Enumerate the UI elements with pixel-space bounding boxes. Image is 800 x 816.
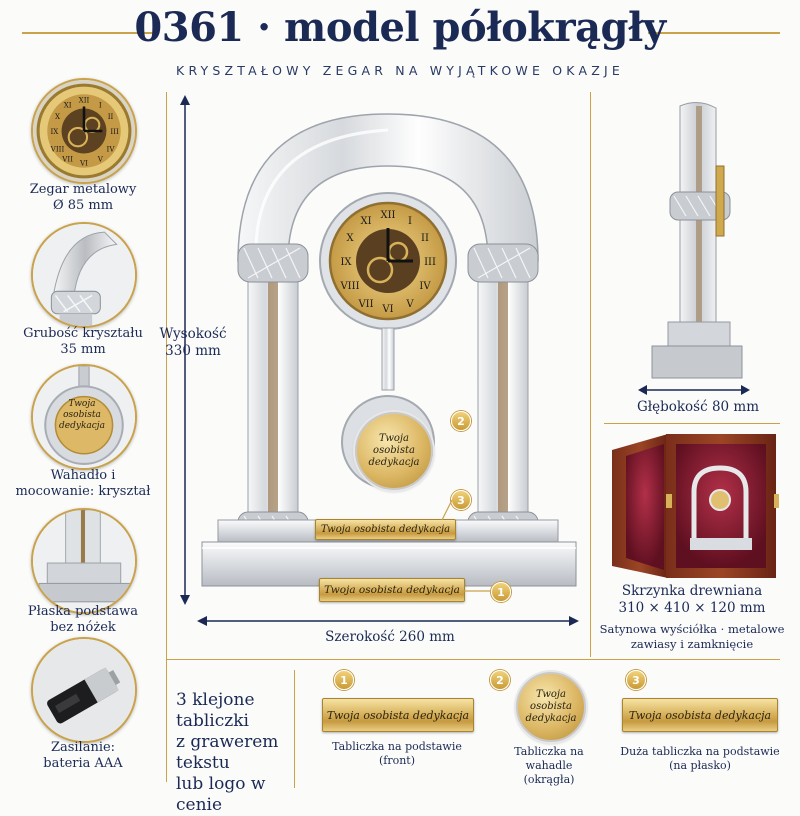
svg-text:IV: IV xyxy=(107,144,116,153)
depth-arrow xyxy=(638,385,750,395)
pendulum-icon xyxy=(33,366,135,468)
main-plaque-upper: Twoja osobista dedykacja xyxy=(315,519,456,540)
plaque-item-1-number: 1 xyxy=(334,670,354,690)
box-caption: Skrzynka drewniana 310 × 410 × 120 mm xyxy=(618,583,766,616)
caption-pendulum: Wahadło i mocowanie: kryształ xyxy=(15,468,151,499)
svg-text:V: V xyxy=(405,299,414,310)
plaque-item-1-caption: Tabliczka na podstawie (front) xyxy=(332,740,462,767)
svg-text:VIII: VIII xyxy=(50,144,65,153)
right-column-divider xyxy=(590,92,592,657)
svg-text:IX: IX xyxy=(50,127,59,136)
main-plaque-front: Twoja osobista dedykacja xyxy=(319,578,465,602)
marker-3: 3 xyxy=(451,490,471,510)
depth-label: Głębokość 80 mm xyxy=(636,399,760,415)
title-rule-right xyxy=(648,32,780,34)
marker-2: 2 xyxy=(451,411,471,431)
svg-text:X: X xyxy=(346,233,354,244)
page-title: 0361 · model półokrągły xyxy=(134,4,666,51)
svg-text:I: I xyxy=(99,101,102,110)
crystal-base-icon xyxy=(33,510,135,612)
right-divider xyxy=(604,423,780,425)
svg-text:V: V xyxy=(97,155,104,164)
thumb-pendulum-text: Twoja osobista dedykacja xyxy=(59,399,105,431)
plaque-item-1: Twoja osobista dedykacja xyxy=(322,698,474,732)
svg-text:XI: XI xyxy=(64,101,72,110)
wooden-box-illustration xyxy=(612,434,779,578)
thumb-pendulum xyxy=(31,364,137,470)
crystal-arch-icon xyxy=(33,224,135,326)
marker-1: 1 xyxy=(491,582,511,602)
plaque-item-2-caption: Tabliczka na wahadle (okrągła) xyxy=(514,745,584,786)
svg-text:XI: XI xyxy=(360,216,371,227)
svg-text:XII: XII xyxy=(380,210,395,221)
plaque-item-3-number: 3 xyxy=(626,670,646,690)
svg-text:II: II xyxy=(421,233,429,244)
plaque-item-2: Twoja osobista dedykacja xyxy=(516,672,586,742)
title-rule-left xyxy=(22,32,154,34)
box-description: Satynowa wyściółka · metalowe zawiasy i … xyxy=(599,622,785,651)
width-label: Szerokość 260 mm xyxy=(325,629,455,645)
marker-1-leader xyxy=(462,590,491,592)
thumb-flat-base xyxy=(31,508,137,614)
svg-text:X: X xyxy=(55,112,61,121)
caption-battery: Zasilanie: bateria AAA xyxy=(43,740,123,771)
svg-text:III: III xyxy=(110,127,119,136)
svg-text:VIII: VIII xyxy=(339,281,359,292)
main-pendulum-plaque: Twoja osobista dedykacja xyxy=(355,412,433,490)
svg-text:VII: VII xyxy=(357,299,373,310)
height-label: Wysokość 330 mm xyxy=(159,326,227,359)
width-arrow xyxy=(197,616,579,626)
left-column-divider xyxy=(166,92,168,782)
svg-text:IX: IX xyxy=(340,257,352,268)
plaque-item-3: Twoja osobista dedykacja xyxy=(622,698,778,732)
svg-text:IV: IV xyxy=(419,281,431,292)
thumb-battery xyxy=(31,637,137,743)
marker-3-leader xyxy=(441,500,453,521)
svg-text:VI: VI xyxy=(79,159,88,168)
caption-metal-clock: Zegar metalowy Ø 85 mm xyxy=(29,182,137,213)
svg-text:XII: XII xyxy=(79,95,90,104)
svg-text:I: I xyxy=(408,216,412,227)
svg-text:III: III xyxy=(424,257,436,268)
plaque-item-3-caption: Duża tabliczka na podstawie (na płasko) xyxy=(620,745,780,772)
aaa-battery-icon xyxy=(33,639,135,741)
caption-crystal-thickness: Grubość kryształu 35 mm xyxy=(23,326,143,357)
svg-text:VI: VI xyxy=(381,304,393,315)
crystal-ball-top-left xyxy=(237,243,309,283)
svg-text:VII: VII xyxy=(61,155,73,164)
page-subtitle: KRYSZTAŁOWY ZEGAR NA WYJĄTKOWE OKAZJE xyxy=(176,63,624,78)
thumb-crystal-thickness xyxy=(31,222,137,328)
caption-flat-base: Płaska podstawa bez nóżek xyxy=(27,604,139,635)
height-arrow xyxy=(180,95,190,605)
plaques-heading: 3 klejone tabliczki z grawerem tekstu lu… xyxy=(176,690,279,815)
side-view-illustration xyxy=(651,102,743,379)
plaque-item-2-number: 2 xyxy=(490,670,510,690)
svg-text:II: II xyxy=(108,112,114,121)
bottom-inner-divider xyxy=(294,670,296,788)
bottom-section-divider xyxy=(166,659,780,661)
